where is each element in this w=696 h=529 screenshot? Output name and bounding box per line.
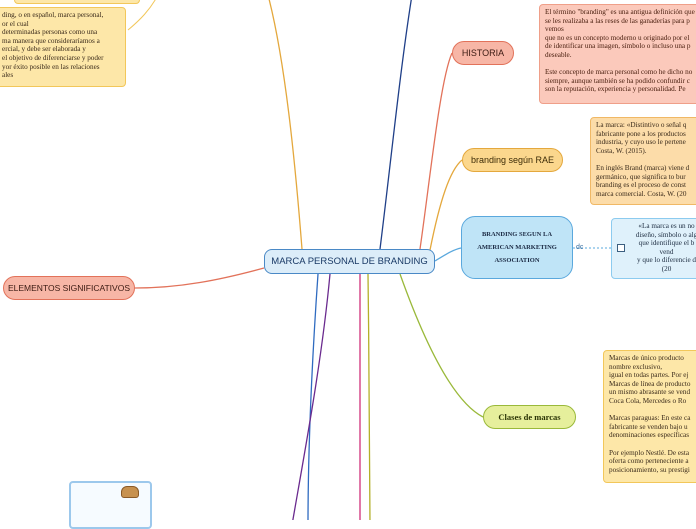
note-personal-branding-definition[interactable]: ding, o en español, marca personal, or e… <box>0 7 126 87</box>
note-top-left-fragment[interactable] <box>14 0 140 4</box>
topic-branding-ama[interactable]: BRANDING SEGUN LA AMERICAN MARKETING ASS… <box>461 216 573 279</box>
cartoon-figure-icon <box>121 486 139 498</box>
checkbox-icon[interactable] <box>617 244 625 252</box>
image-thumbnail[interactable] <box>69 481 152 529</box>
topic-elementos-significativos[interactable]: ELEMENTOS SIGNIFICATIVOS <box>3 276 135 300</box>
connector-olive-down <box>367 273 371 520</box>
note-historia[interactable]: El término "branding" es una antigua def… <box>539 4 696 104</box>
central-topic[interactable]: MARCA PERSONAL DE BRANDING <box>264 249 435 274</box>
connector-top-orange <box>268 0 303 250</box>
topic-historia[interactable]: HISTORIA <box>452 41 514 65</box>
topic-branding-rae[interactable]: branding según RAE <box>462 148 563 172</box>
note-rae[interactable]: La marca: «Distintivo o señal q fabrican… <box>590 117 696 205</box>
connector-historia <box>419 52 453 250</box>
connector-clases <box>399 273 484 418</box>
connector-elementos <box>134 267 265 289</box>
connector-orange-topleft <box>127 0 156 31</box>
connector-top-navy <box>379 0 412 250</box>
connector-ama <box>434 247 462 262</box>
connector-purple-down <box>292 273 331 520</box>
note-clases-de-marcas[interactable]: Marcas de único producto nombre exclusiv… <box>603 350 696 483</box>
topic-clases-de-marcas[interactable]: Clases de marcas <box>483 405 576 429</box>
connector-blue-down <box>307 273 319 520</box>
connector-rae <box>429 159 463 251</box>
link-label: dc <box>576 244 584 251</box>
note-ama[interactable]: «La marca es un no diseño, símbolo o alg… <box>611 218 696 279</box>
